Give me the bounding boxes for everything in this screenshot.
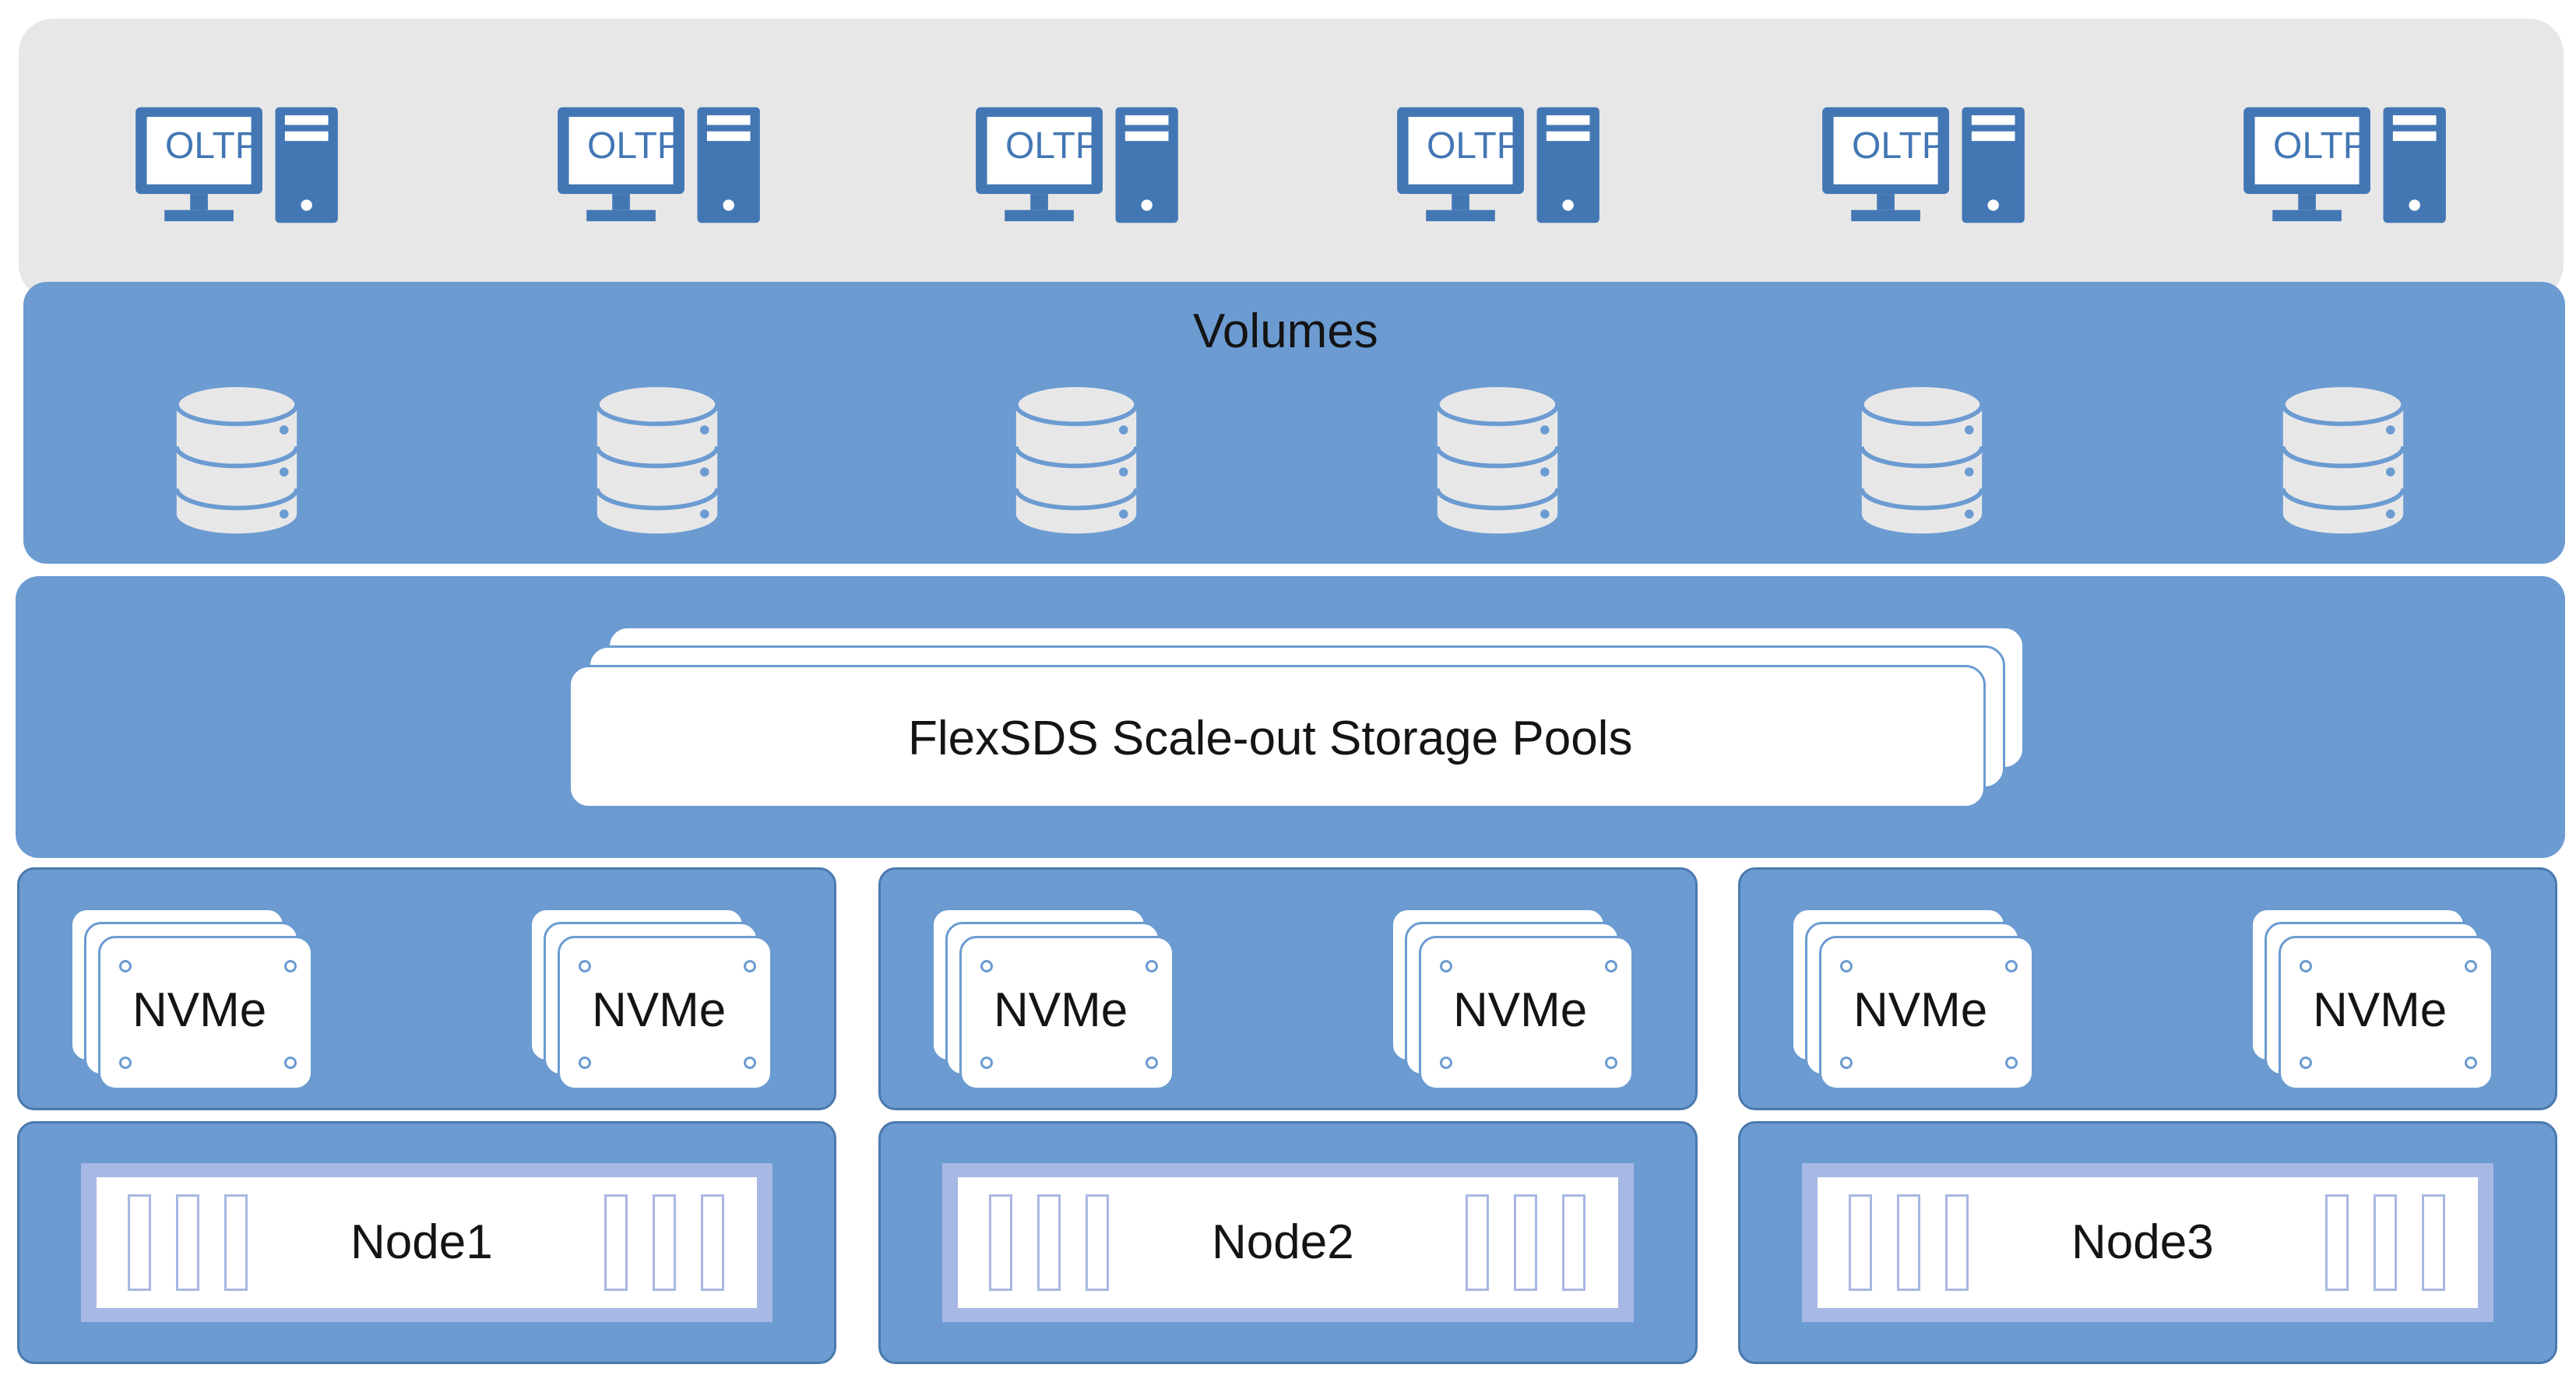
database-icon: [1434, 367, 1561, 540]
screw-icon: [744, 960, 756, 972]
screw-icon: [1145, 1057, 1158, 1069]
client-label: OLTP: [587, 125, 682, 167]
screw-icon: [1605, 960, 1617, 972]
client-label: OLTP: [1005, 125, 1100, 167]
screw-icon: [2465, 960, 2477, 972]
server-chassis: [81, 1163, 772, 1322]
screw-icon: [284, 960, 297, 972]
screw-icon: [2005, 1057, 2018, 1069]
screw-icon: [744, 1057, 756, 1069]
nvme-card-front: [1819, 936, 2034, 1090]
server-chassis: [1802, 1163, 2493, 1322]
drive-bay-slot: [1514, 1194, 1537, 1291]
drive-bay-slot: [1562, 1194, 1585, 1291]
drive-bay-slot: [1086, 1194, 1109, 1291]
drive-bay-slot: [128, 1194, 151, 1291]
nvme-label: NVMe: [994, 983, 1128, 1037]
database-icon: [1012, 367, 1140, 540]
nvme-drive: NVMe: [530, 908, 779, 1092]
nvme-drive: NVMe: [2250, 908, 2500, 1092]
storage-pool-card: [568, 665, 1986, 808]
server-face: [958, 1177, 1618, 1308]
server-face: [1818, 1177, 2478, 1308]
nvme-card-front: [1419, 936, 1634, 1090]
database-icon: [173, 367, 301, 540]
database-icon: [1858, 367, 1986, 540]
server-face: [97, 1177, 757, 1308]
storage-pool-label: FlexSDS Scale-out Storage Pools: [908, 712, 1633, 765]
server-chassis: [942, 1163, 1634, 1322]
nvme-card-front: [959, 936, 1174, 1090]
nvme-drive: NVMe: [1391, 908, 1640, 1092]
drive-bay-slot: [224, 1194, 248, 1291]
screw-icon: [119, 1057, 132, 1069]
screw-icon: [119, 960, 132, 972]
nvme-label: NVMe: [1453, 983, 1588, 1037]
nvme-label: NVMe: [2313, 983, 2448, 1037]
screw-icon: [1440, 1057, 1452, 1069]
screw-icon: [579, 960, 591, 972]
drive-bay-slot: [2422, 1194, 2445, 1291]
client-computer-4: OLTP: [1394, 100, 1603, 230]
screw-icon: [1605, 1057, 1617, 1069]
drive-bay-slot: [1945, 1194, 1969, 1291]
drive-bay-slot: [1849, 1194, 1872, 1291]
node-label: Node1: [350, 1215, 493, 1269]
drive-bay-slot: [701, 1194, 724, 1291]
client-computer-5: OLTP: [1819, 100, 2028, 230]
drive-bay-slot: [176, 1194, 199, 1291]
client-computer-6: OLTP: [2240, 100, 2449, 230]
volumes-title: Volumes: [1193, 304, 1378, 358]
client-computer-2: OLTP: [554, 100, 763, 230]
drive-bay-slot: [1466, 1194, 1489, 1291]
database-icon: [2279, 367, 2407, 540]
screw-icon: [1145, 960, 1158, 972]
drive-bay-slot: [604, 1194, 628, 1291]
nvme-drive: NVMe: [931, 908, 1181, 1092]
client-computer-1: OLTP: [132, 100, 341, 230]
client-computer-3: OLTP: [973, 100, 1181, 230]
nvme-drive: NVMe: [1791, 908, 2040, 1092]
client-label: OLTP: [1852, 125, 1947, 167]
screw-icon: [579, 1057, 591, 1069]
drive-bay-slot: [653, 1194, 676, 1291]
screw-icon: [1440, 960, 1452, 972]
screw-icon: [2465, 1057, 2477, 1069]
database-icon: [593, 367, 721, 540]
nvme-card-front: [2279, 936, 2493, 1090]
screw-icon: [2300, 1057, 2312, 1069]
drive-bay-slot: [1037, 1194, 1061, 1291]
screw-icon: [980, 1057, 993, 1069]
nvme-label: NVMe: [592, 983, 727, 1037]
client-label: OLTP: [2273, 125, 2368, 167]
client-layer: [19, 19, 2564, 299]
nvme-label: NVMe: [1853, 983, 1988, 1037]
drive-bay-slot: [2374, 1194, 2397, 1291]
client-label: OLTP: [165, 125, 260, 167]
screw-icon: [2300, 960, 2312, 972]
screw-icon: [284, 1057, 297, 1069]
screw-icon: [1840, 1057, 1853, 1069]
node-label: Node3: [2071, 1215, 2214, 1269]
drive-bay-slot: [989, 1194, 1012, 1291]
nvme-card-front: [98, 936, 313, 1090]
client-label: OLTP: [1427, 125, 1522, 167]
drive-bay-slot: [1897, 1194, 1920, 1291]
nvme-drive: NVMe: [70, 908, 319, 1092]
drive-bay-slot: [2325, 1194, 2349, 1291]
screw-icon: [980, 960, 993, 972]
screw-icon: [2005, 960, 2018, 972]
nvme-card-front: [558, 936, 772, 1090]
volumes-layer: [23, 282, 2565, 564]
nvme-label: NVMe: [132, 983, 267, 1037]
screw-icon: [1840, 960, 1853, 972]
node-label: Node2: [1212, 1215, 1354, 1269]
